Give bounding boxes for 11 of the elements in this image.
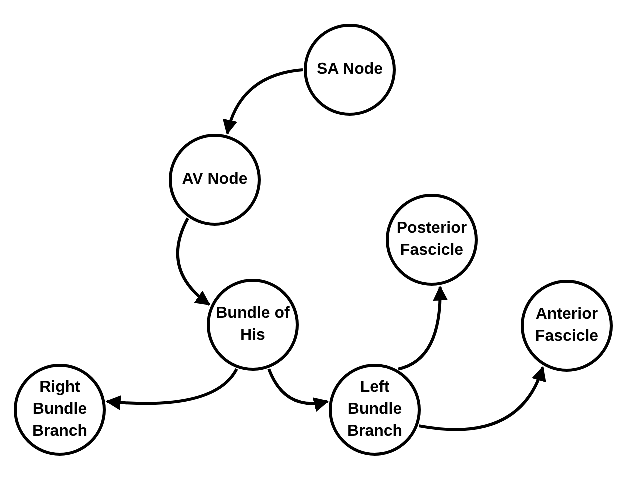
node-label: Posterior Fascicle: [396, 219, 468, 261]
curved-arrow: [176, 218, 211, 306]
curved-arrow: [268, 368, 330, 412]
node-label: Bundle of His: [215, 304, 291, 346]
node-label: Right Bundle Branch: [31, 378, 89, 442]
node-label: SA Node: [316, 60, 384, 80]
node-label: AV Node: [181, 170, 249, 190]
node-label: Anterior Fascicle: [534, 305, 600, 347]
curved-arrow: [224, 68, 304, 136]
curved-arrow: [398, 286, 448, 371]
node-label: Left Bundle Branch: [346, 378, 404, 442]
